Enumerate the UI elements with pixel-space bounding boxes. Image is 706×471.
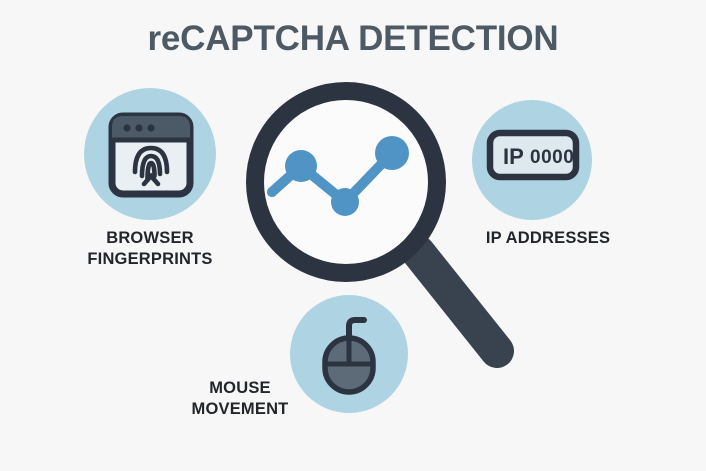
mouse-movement-label-line2: MOVEMENT [191, 400, 289, 419]
computer-mouse-icon [322, 317, 376, 395]
ip-addresses-label: IP ADDRESSES [443, 228, 653, 249]
page-title: reCAPTCHA DETECTION [147, 19, 559, 58]
browser-fingerprints-label: BROWSER FINGERPRINTS [50, 228, 250, 270]
browser-fingerprint-icon [108, 112, 194, 198]
mouse-movement-label-line1: MOUSE [209, 379, 271, 397]
browser-fingerprints-label-line2: FINGERPRINTS [87, 250, 213, 269]
browser-fingerprints-label-line1: BROWSER [106, 229, 194, 247]
mouse-movement-label: MOUSE MOVEMENT [150, 378, 330, 420]
ip-address-icon: IP 0000 [486, 129, 580, 181]
ip-address-icon-prefix: IP [503, 144, 524, 169]
ip-addresses-label-line1: IP ADDRESSES [485, 229, 611, 247]
ip-address-icon-value: 0000 [530, 147, 574, 168]
line-chart-icon [267, 136, 409, 216]
